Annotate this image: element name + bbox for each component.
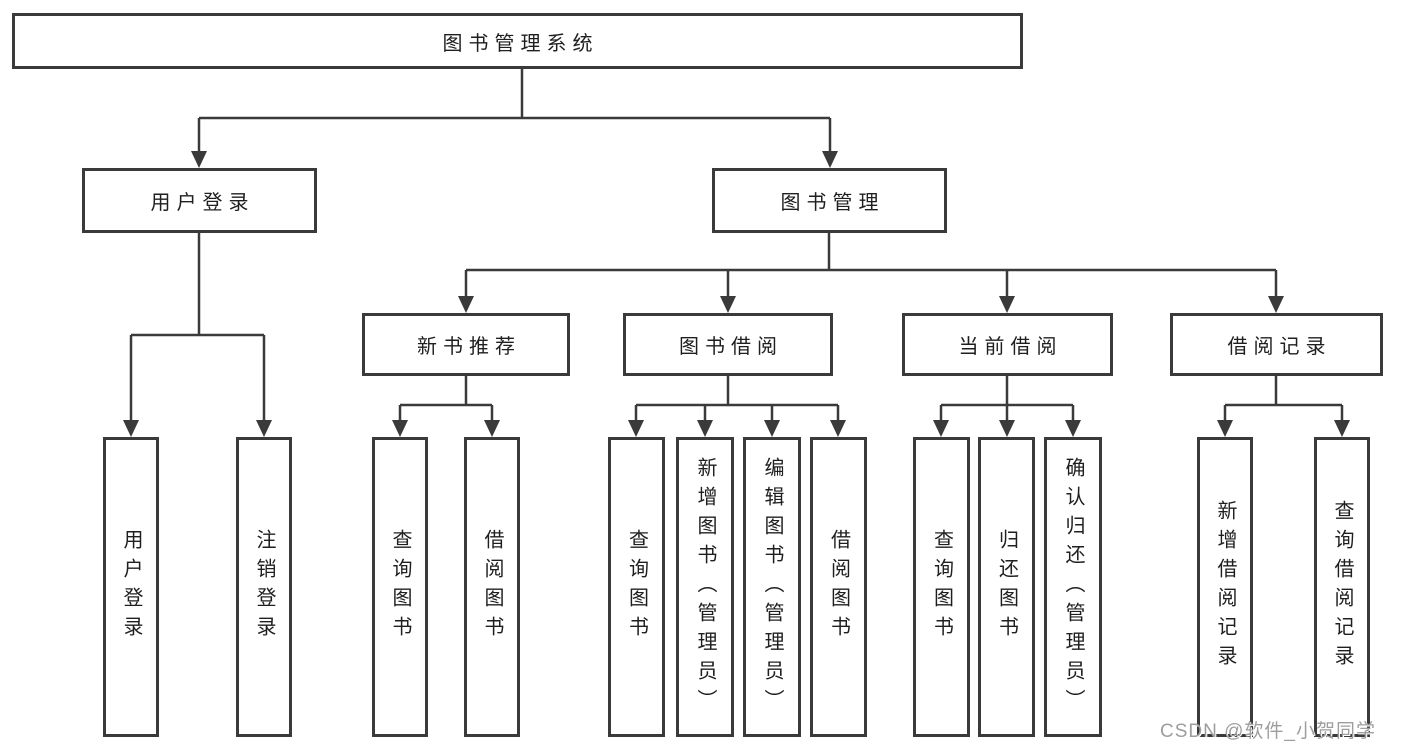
leaf-borrow-books-recommend: 借阅图书 xyxy=(464,437,520,737)
node-label: 归还图书 xyxy=(995,529,1018,645)
node-label: 新增借阅记录 xyxy=(1214,500,1236,674)
node-label: 查询借阅记录 xyxy=(1331,500,1353,674)
node-label: 新书推荐 xyxy=(417,336,521,358)
node-label: 借阅图书 xyxy=(481,529,503,645)
leaf-borrow-books: 借阅图书 xyxy=(810,437,867,737)
leaf-query-books-recommend: 查询图书 xyxy=(372,437,428,737)
node-label: 编辑图书（管理员） xyxy=(761,456,783,718)
node-label: 借阅记录 xyxy=(1227,336,1332,358)
leaf-confirm-return-admin: 确认归还（管理员） xyxy=(1044,437,1102,737)
arrowheads xyxy=(123,151,1350,437)
leaf-query-books-current: 查询图书 xyxy=(913,437,970,737)
connector-segments xyxy=(129,69,1344,425)
node-current-borrowing: 当前借阅 xyxy=(902,313,1113,376)
node-library-management-system: 图书管理系统 xyxy=(12,13,1023,69)
node-label: 查询图书 xyxy=(930,529,953,645)
node-label: 当前借阅 xyxy=(958,336,1063,358)
node-label: 用户登录 xyxy=(120,529,142,645)
leaf-add-book-admin: 新增图书（管理员） xyxy=(676,437,734,737)
node-label: 新增图书（管理员） xyxy=(694,456,716,718)
node-user-login: 用户登录 xyxy=(82,168,317,233)
node-label: 图书管理系统 xyxy=(442,32,599,55)
node-label: 注销登录 xyxy=(253,529,275,645)
leaf-add-borrow-record: 新增借阅记录 xyxy=(1197,437,1253,737)
node-new-book-recommendation: 新书推荐 xyxy=(362,313,570,376)
node-label: 图书管理 xyxy=(780,192,885,214)
leaf-query-books-borrowing: 查询图书 xyxy=(608,437,665,737)
node-label: 查询图书 xyxy=(389,529,411,645)
leaf-user-login: 用户登录 xyxy=(103,437,159,737)
leaf-query-borrow-record: 查询借阅记录 xyxy=(1314,437,1370,737)
node-label: 查询图书 xyxy=(625,529,648,645)
watermark: CSDN @软件_小贺同学 xyxy=(1160,721,1376,742)
node-book-borrowing: 图书借阅 xyxy=(623,313,833,376)
node-label: 确认归还（管理员） xyxy=(1062,456,1084,718)
leaf-return-books: 归还图书 xyxy=(978,437,1035,737)
node-label: 用户登录 xyxy=(150,192,255,214)
leaf-edit-book-admin: 编辑图书（管理员） xyxy=(743,437,801,737)
leaf-logout: 注销登录 xyxy=(236,437,292,737)
node-borrowing-records: 借阅记录 xyxy=(1170,313,1383,376)
node-book-management: 图书管理 xyxy=(712,168,947,233)
node-label: 图书借阅 xyxy=(679,336,783,358)
node-label: 借阅图书 xyxy=(827,529,850,645)
